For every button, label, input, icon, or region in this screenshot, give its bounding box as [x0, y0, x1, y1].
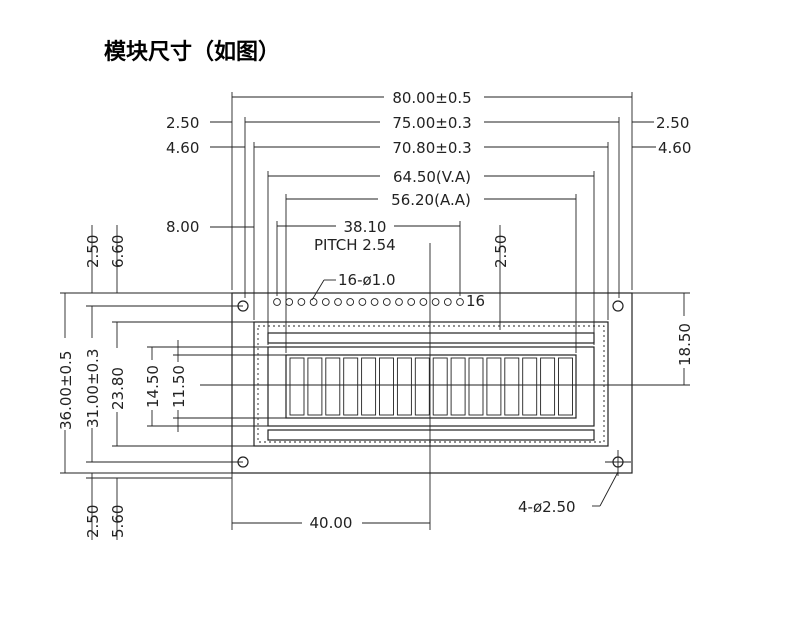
dim-38-label: 38.10 — [344, 218, 387, 236]
height-31-label: 31.00±0.3 — [84, 349, 102, 428]
pin-hole — [443, 298, 452, 306]
pin-hole — [309, 298, 318, 306]
top-right-2-50-label: 2.50 — [492, 235, 510, 268]
pcb-outline — [231, 292, 633, 474]
character-cell — [432, 357, 448, 416]
right-18-50-label: 18.50 — [676, 323, 694, 366]
dim-56-label: 56.20(A.A) — [391, 191, 471, 209]
pin-hole — [456, 298, 464, 306]
bottom-2-50-label: 2.50 — [84, 505, 102, 538]
bottom-5-60-label: 5.60 — [109, 505, 127, 538]
pin-hole — [358, 298, 367, 306]
left-4-60-label: 4.60 — [166, 139, 199, 157]
left-8-00-label: 8.00 — [166, 218, 199, 236]
character-cell — [379, 357, 394, 416]
character-cell — [361, 357, 377, 416]
character-cell — [307, 357, 323, 416]
pin-hole — [334, 298, 342, 306]
character-cell — [468, 357, 484, 416]
pin-row — [273, 298, 464, 306]
character-cell — [414, 357, 430, 416]
character-cell — [504, 357, 520, 416]
pin-hole — [346, 298, 355, 306]
pin-hole — [321, 298, 330, 306]
pin-hole — [370, 298, 379, 306]
pin-hole — [285, 298, 294, 306]
pin-hole — [382, 298, 391, 306]
dim-64-label: 64.50(V.A) — [393, 168, 471, 186]
character-cell — [558, 357, 573, 416]
pin-16-label: 16 — [466, 292, 485, 310]
pin-hole — [419, 298, 428, 306]
bezel-dotted-frame — [257, 325, 605, 443]
pin-hole — [395, 298, 403, 306]
bottom-rail — [267, 429, 595, 441]
active-area — [285, 354, 577, 419]
pin-hole — [431, 298, 440, 306]
mount-hole-top-right — [612, 300, 624, 312]
character-cell — [450, 357, 466, 416]
top-6-60-label: 6.60 — [109, 235, 127, 268]
dim-75-label: 75.00±0.3 — [392, 114, 471, 132]
height-14-50-label: 14.50 — [144, 365, 162, 408]
left-2-50-label: 2.50 — [166, 114, 199, 132]
character-cell — [325, 357, 341, 416]
height-11-50-label: 11.50 — [170, 365, 188, 408]
height-36-label: 36.00±0.5 — [57, 351, 75, 430]
viewing-area — [267, 346, 595, 427]
pin-hole — [273, 298, 281, 306]
pin-hole — [407, 298, 416, 306]
top-2-50-label: 2.50 — [84, 235, 102, 268]
character-cell — [540, 357, 556, 416]
character-cell — [486, 357, 502, 416]
bezel-outline — [253, 321, 609, 447]
dim-70-label: 70.80±0.3 — [392, 139, 471, 157]
right-4-60-label: 4.60 — [658, 139, 691, 157]
right-2-50-label: 2.50 — [656, 114, 689, 132]
pitch-label: PITCH 2.54 — [314, 236, 396, 254]
top-rail — [267, 332, 595, 344]
character-cell — [522, 357, 538, 416]
mount-hole-label: 4-ø2.50 — [518, 498, 576, 516]
pin-hole — [297, 298, 306, 306]
dim-80-label: 80.00±0.5 — [392, 89, 471, 107]
character-cells — [289, 357, 573, 416]
bottom-40-label: 40.00 — [310, 514, 353, 532]
pin-hole-label: 16-ø1.0 — [338, 271, 396, 289]
character-cell — [289, 357, 305, 416]
character-cell — [343, 357, 359, 416]
height-23-80-label: 23.80 — [109, 367, 127, 410]
character-cell — [396, 357, 412, 416]
page-title: 模块尺寸（如图） — [104, 40, 281, 65]
